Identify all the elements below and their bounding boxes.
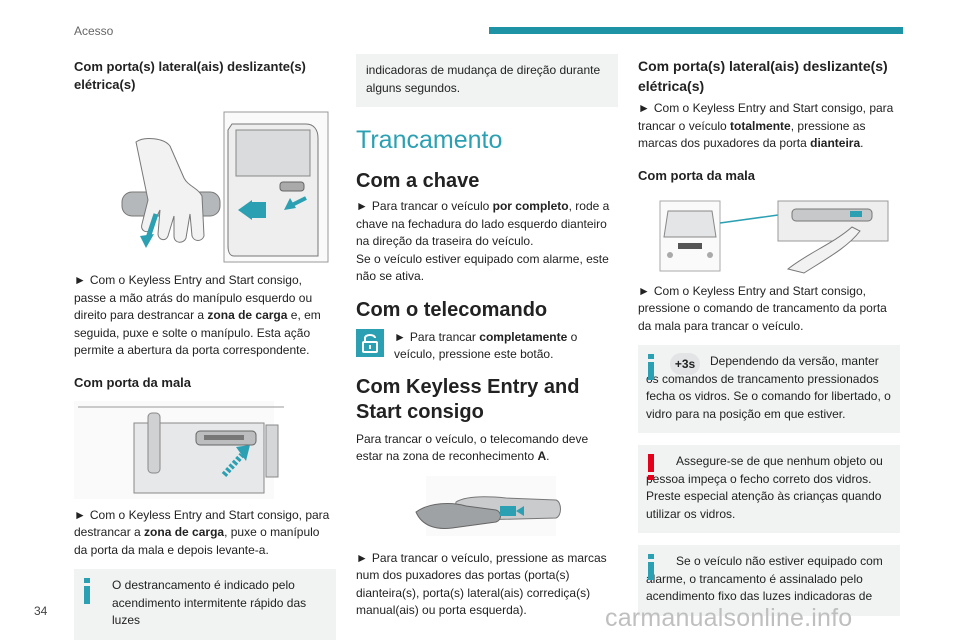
warning-box-windows: Assegure-se de que nenhum objeto ou pess… — [638, 445, 900, 533]
illustration-tailgate-lock-button — [659, 200, 889, 274]
info-icon — [84, 578, 90, 604]
bullet-arrow: ► — [356, 199, 368, 213]
column-2: indicadoras de mudança de direção durant… — [356, 54, 618, 620]
info-text-continued: indicadoras de mudança de direção durant… — [366, 63, 601, 95]
text: , puxe o manípulo da porta da mala e dep… — [74, 525, 320, 557]
heading-keyless-line1: Com Keyless Entry and — [356, 375, 580, 398]
subheading-electric-sliding-door: Com porta(s) lateral(ais) deslizante(s) … — [74, 59, 306, 92]
text: o veículo, pressione este botão. — [394, 329, 578, 362]
info-box-continued: indicadoras de mudança de direção durant… — [356, 54, 618, 107]
illustration-sliding-door-handle — [121, 111, 329, 263]
text: Para trancar o veículo — [371, 199, 493, 213]
bold-text: zona de carga — [144, 525, 225, 539]
text: . — [546, 449, 550, 463]
subheading-tailgate-lock: Com porta da mala — [638, 167, 756, 183]
watermark: carmanualsonline.info — [605, 604, 853, 632]
bullet-arrow: ► — [74, 507, 86, 522]
paragraph-keyless-zone: Para trancar o veículo, o telecomando de… — [356, 431, 618, 466]
heading-com-a-chave: Com a chave — [356, 170, 480, 192]
lock-icon — [356, 328, 384, 357]
column-1: Com porta(s) lateral(ais) deslizante(s) … — [74, 54, 336, 640]
bullet-arrow: ► — [638, 101, 650, 115]
text: Para trancar — [409, 329, 480, 344]
text: Com o Keyless Entry and Start consigo, p… — [638, 283, 887, 333]
illustration-door-handle-touch — [415, 475, 561, 536]
info-text: O destrancamento é indicado pelo acendim… — [112, 578, 307, 627]
bold-text: por completo — [492, 199, 569, 213]
text: , pressione as marcas dos puxadores da p… — [638, 118, 866, 151]
warning-icon — [648, 454, 654, 480]
heading-trancamento: Trancamento — [356, 126, 503, 154]
bullet-arrow: ► — [356, 550, 368, 565]
paragraph-keyless-lock: ►Para trancar o veículo, pressione as ma… — [356, 550, 618, 620]
paragraph-key-alarm: Se o veículo estiver equipado com alarme… — [356, 251, 609, 284]
subheading-electric-sliding-door-lock: Com porta(s) lateral(ais) deslizante(s) … — [638, 58, 888, 94]
heading-keyless-line2: Start consigo — [356, 400, 484, 423]
plus-3s-badge: +3s — [670, 353, 700, 375]
info-box-unlock-indicator: O destrancamento é indicado pelo acendim… — [74, 569, 336, 640]
info-text-no-alarm: Se o veículo não estiver equipado com al… — [646, 554, 883, 603]
paragraph-tailgate-unlock: ►Com o Keyless Entry and Start consigo, … — [74, 507, 336, 560]
info-box-hold-3s: +3s Dependendo da versão, manter os coma… — [638, 345, 900, 433]
subheading-tailgate: Com porta da mala — [74, 374, 192, 390]
text: Para trancar o veículo, o telecomando de… — [356, 431, 589, 464]
text: Com o Keyless Entry and Start consigo, p… — [638, 101, 894, 133]
badge-text: +3s — [674, 357, 696, 371]
paragraph-key-lock: ►Para trancar o veículo por completo, ro… — [356, 198, 618, 251]
paragraph-sliding-door-lock: ►Com o Keyless Entry and Start consigo, … — [638, 100, 900, 153]
hand-press-icon — [670, 353, 700, 375]
bold-text: A — [537, 449, 547, 463]
paragraph-tailgate-lock: ►Com o Keyless Entry and Start consigo, … — [638, 283, 900, 336]
bullet-arrow: ► — [394, 329, 406, 344]
info-icon — [648, 354, 654, 380]
header-bar — [489, 27, 903, 34]
illustration-tailgate-handle — [74, 400, 284, 499]
section-title: Acesso — [74, 24, 114, 38]
heading-com-o-telecomando: Com o telecomando — [356, 298, 548, 321]
warning-text: Assegure-se de que nenhum objeto ou pess… — [646, 454, 883, 521]
text: Com o Keyless Entry and Start consigo, p… — [74, 507, 330, 540]
bullet-arrow: ► — [638, 283, 650, 298]
bold-text: completamente — [479, 329, 568, 344]
paragraph-remote-lock: ►Para trancar completamente o veículo, p… — [356, 329, 618, 364]
page-number: 34 — [34, 604, 48, 618]
remote-lock-row: ►Para trancar completamente o veículo, p… — [356, 328, 618, 365]
text: Para trancar o veículo, pressione as mar… — [356, 550, 607, 618]
text: . — [860, 136, 864, 150]
paragraph-keyless-unlock: ►Com o Keyless Entry and Start consigo, … — [74, 272, 336, 360]
bold-text: totalmente — [730, 118, 791, 133]
bold-text: dianteira — [810, 136, 861, 150]
bold-text: zona de carga — [207, 308, 288, 322]
text: e, em seguida, puxe e solte o manípulo. … — [74, 308, 321, 357]
text: , rode a chave na fechadura do lado esqu… — [356, 199, 610, 248]
text: Com o Keyless Entry and Start consigo, p… — [74, 273, 313, 322]
info-icon — [648, 554, 654, 580]
info-box-no-alarm: Se o veículo não estiver equipado com al… — [638, 545, 900, 616]
bullet-arrow: ► — [74, 273, 86, 287]
column-3: Com porta(s) lateral(ais) deslizante(s) … — [638, 54, 900, 616]
info-text-hold: Dependendo da versão, manter os comandos… — [646, 354, 891, 421]
